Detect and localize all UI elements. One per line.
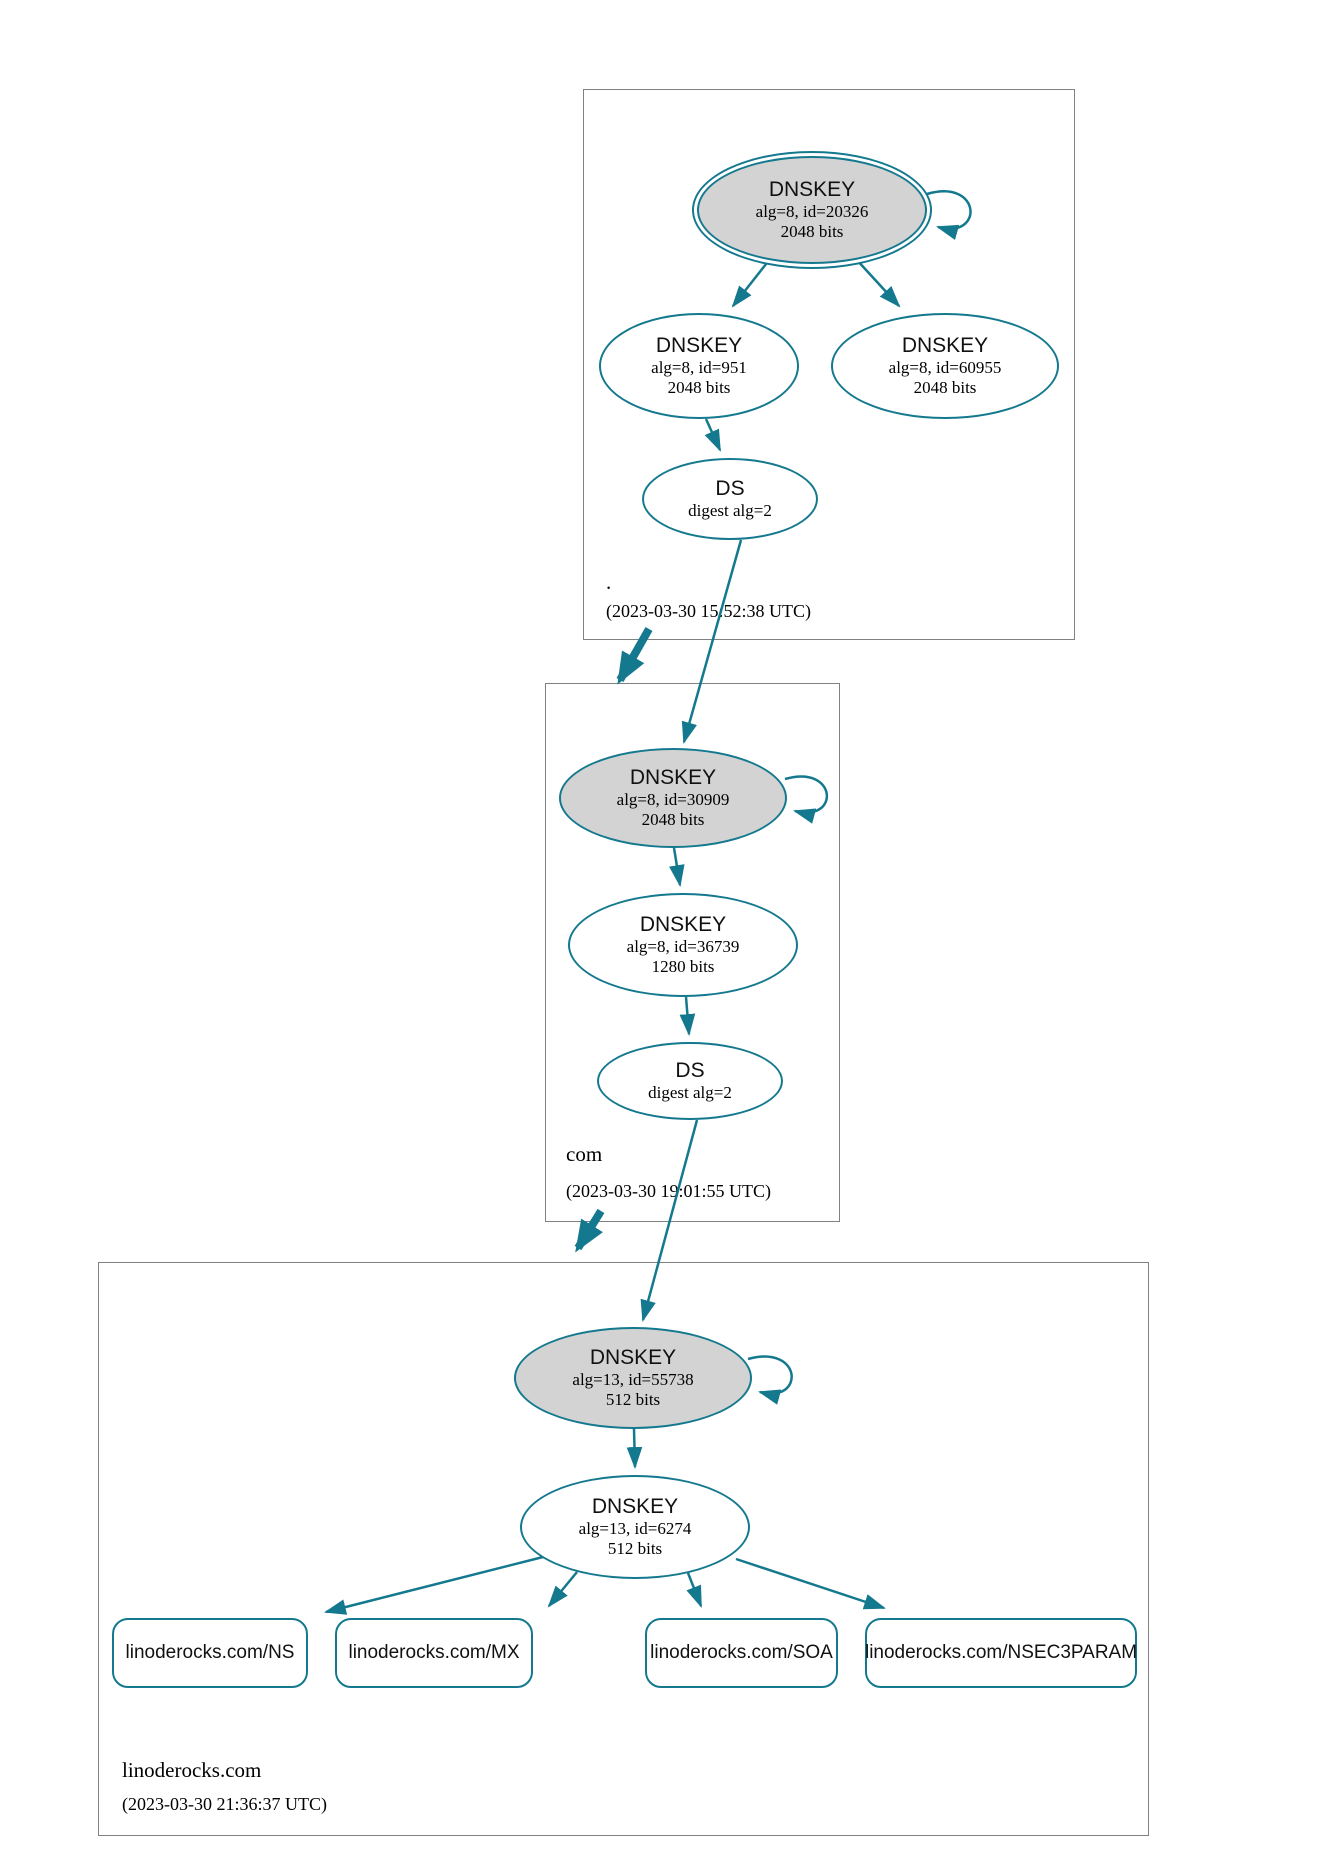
- node-detail: digest alg=2: [648, 1083, 732, 1102]
- zone-timestamp-com: (2023-03-30 19:01:55 UTC): [566, 1181, 771, 1201]
- node-title: DNSKEY: [629, 766, 717, 789]
- node-detail: alg=13, id=55738: [572, 1370, 694, 1389]
- node-detail: digest alg=2: [688, 501, 772, 520]
- zone-name-com: com: [566, 1142, 603, 1166]
- node-detail: 2048 bits: [641, 810, 705, 829]
- node-title: DS: [675, 1059, 705, 1082]
- dnskey-node-com-ksk[interactable]: DNSKEY alg=8, id=30909 2048 bits: [559, 748, 787, 848]
- node-detail: alg=8, id=30909: [616, 790, 730, 809]
- rrset-label: linoderocks.com/SOA: [650, 1642, 833, 1663]
- node-detail: 512 bits: [607, 1539, 663, 1558]
- zone-box-linoderocks: [98, 1262, 1149, 1836]
- dnskey-node-root-zsk-60955[interactable]: DNSKEY alg=8, id=60955 2048 bits: [831, 313, 1059, 419]
- node-title: DNSKEY: [901, 334, 989, 357]
- zone-timestamp-linoderocks: (2023-03-30 21:36:37 UTC): [122, 1794, 327, 1814]
- ds-node-com[interactable]: DS digest alg=2: [597, 1042, 783, 1120]
- rrset-label: linoderocks.com/NS: [125, 1642, 295, 1663]
- node-title: DS: [715, 477, 745, 500]
- dnskey-node-com-zsk[interactable]: DNSKEY alg=8, id=36739 1280 bits: [568, 893, 798, 997]
- rrset-node-ns[interactable]: linoderocks.com/NS: [112, 1618, 308, 1688]
- dnskey-node-root-ksk-inner: DNSKEY alg=8, id=20326 2048 bits: [697, 156, 927, 264]
- zone-name-root: .: [606, 570, 612, 594]
- rrset-node-nsec3param[interactable]: linoderocks.com/NSEC3PARAM: [865, 1618, 1137, 1688]
- node-detail: 1280 bits: [651, 957, 715, 976]
- node-title: DNSKEY: [589, 1346, 677, 1369]
- zone-box-root: [583, 89, 1075, 640]
- node-title: DNSKEY: [639, 913, 727, 936]
- node-detail: alg=8, id=60955: [888, 358, 1002, 377]
- node-title: DNSKEY: [591, 1495, 679, 1518]
- rrset-node-mx[interactable]: linoderocks.com/MX: [335, 1618, 533, 1688]
- node-detail: 2048 bits: [667, 378, 731, 397]
- node-detail: alg=13, id=6274: [578, 1519, 692, 1538]
- dnskey-node-linoderocks-ksk[interactable]: DNSKEY alg=13, id=55738 512 bits: [514, 1327, 752, 1429]
- node-detail: 2048 bits: [913, 378, 977, 397]
- node-detail: 512 bits: [605, 1390, 661, 1409]
- node-detail: alg=8, id=951: [651, 358, 747, 377]
- node-detail: 2048 bits: [780, 222, 844, 241]
- node-title: DNSKEY: [768, 178, 856, 201]
- rrset-node-soa[interactable]: linoderocks.com/SOA: [645, 1618, 838, 1688]
- rrset-label: linoderocks.com/NSEC3PARAM: [864, 1642, 1138, 1663]
- dnskey-node-root-zsk-951[interactable]: DNSKEY alg=8, id=951 2048 bits: [599, 313, 799, 419]
- dnskey-node-linoderocks-zsk[interactable]: DNSKEY alg=13, id=6274 512 bits: [520, 1475, 750, 1579]
- node-title: DNSKEY: [655, 334, 743, 357]
- node-detail: alg=8, id=36739: [626, 937, 740, 956]
- dnskey-node-root-ksk[interactable]: DNSKEY alg=8, id=20326 2048 bits: [692, 151, 932, 269]
- zone-name-linoderocks: linoderocks.com: [122, 1758, 262, 1782]
- ds-node-root[interactable]: DS digest alg=2: [642, 458, 818, 540]
- node-detail: alg=8, id=20326: [755, 202, 869, 221]
- rrset-label: linoderocks.com/MX: [348, 1642, 520, 1663]
- zone-timestamp-root: (2023-03-30 15:52:38 UTC): [606, 601, 811, 621]
